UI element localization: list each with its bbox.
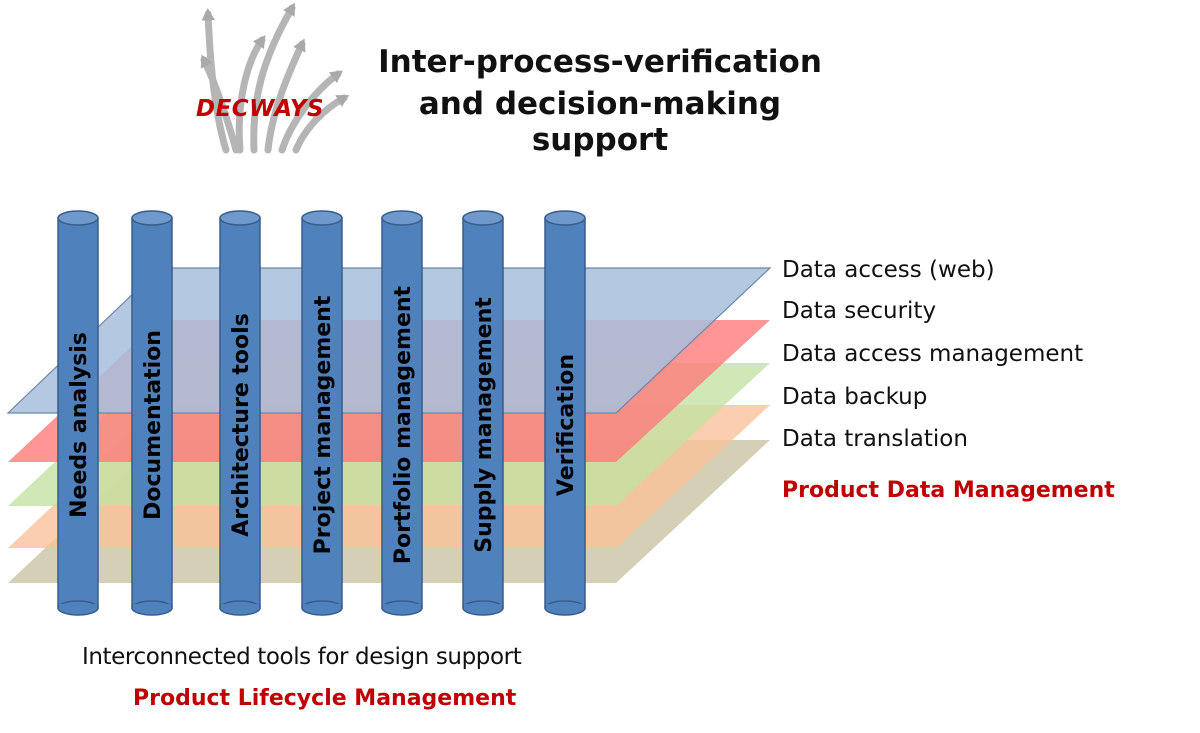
layer-label-0: Data access (web) [782, 257, 995, 283]
pillar-6: Verification [544, 210, 586, 616]
pillar-base-fill [133, 604, 171, 608]
pillar-base-fill [464, 604, 502, 608]
logo-arrowhead [293, 38, 306, 53]
pillar-label-4: Portfolio management [391, 285, 416, 564]
pillar-1: Documentation [131, 210, 173, 616]
logo-arrowhead [283, 2, 295, 17]
pillar-body [219, 217, 261, 609]
layer-label-3: Data backup [782, 384, 928, 410]
pillar-base-fill [59, 604, 97, 608]
logo-arrowhead [335, 95, 350, 107]
pillar-label-1: Documentation [141, 330, 166, 520]
pillar-label-5: Supply management [472, 297, 497, 553]
pillar-label-0: Needs analysis [67, 332, 92, 518]
layer-label-4: Data translation [782, 426, 968, 452]
pillar-top [301, 210, 343, 226]
logo-swoosh [200, 56, 240, 154]
layer-label-2: Data access management [782, 341, 1084, 367]
pillar-top [57, 210, 99, 226]
pillar-top [462, 210, 504, 226]
pillars-footer: Product Lifecycle Management [133, 686, 517, 711]
pillar-base-fill [303, 604, 341, 608]
pillar-label-3: Project management [311, 295, 336, 554]
pillar-4: Portfolio management [381, 210, 423, 616]
pillar-3: Project management [301, 210, 343, 616]
logo-arrowhead [252, 35, 266, 49]
pillar-body [462, 217, 504, 609]
pillar-top [131, 210, 173, 226]
logo-swoosh [264, 40, 306, 154]
pillars-caption: Interconnected tools for design support [82, 644, 522, 670]
pillar-top [219, 210, 261, 226]
logo-arrowhead [328, 70, 343, 84]
logo-swoosh [235, 36, 266, 154]
pillars-group: Needs analysis Documentation Architecture … [57, 210, 586, 616]
logo-text: DECWAYS [196, 96, 325, 122]
layers-caption: Product Data Management [782, 478, 1115, 503]
logo-arrows-icon [200, 2, 350, 154]
pillar-top [381, 210, 423, 226]
logo-arrowhead [200, 54, 213, 69]
logo-swoosh [250, 4, 296, 154]
pillar-2: Architecture tools [219, 210, 261, 616]
pillar-body [57, 217, 99, 609]
layer-label-1: Data security [782, 298, 937, 324]
pillar-5: Supply management [462, 210, 504, 616]
logo-arrowhead [201, 8, 215, 21]
title-line-1: Inter-process-verification [378, 44, 822, 80]
pillar-base-fill [383, 604, 421, 608]
pillar-base-fill [221, 604, 259, 608]
pillar-top [544, 210, 586, 226]
pillar-label-6: Verification [554, 354, 579, 496]
pillar-base-fill [546, 604, 584, 608]
logo-swoosh [278, 70, 342, 154]
pillar-body [381, 217, 423, 609]
title-line-2: and decision-making support [418, 86, 782, 158]
pillar-label-2: Architecture tools [229, 313, 254, 537]
pillar-0: Needs analysis [57, 210, 99, 616]
